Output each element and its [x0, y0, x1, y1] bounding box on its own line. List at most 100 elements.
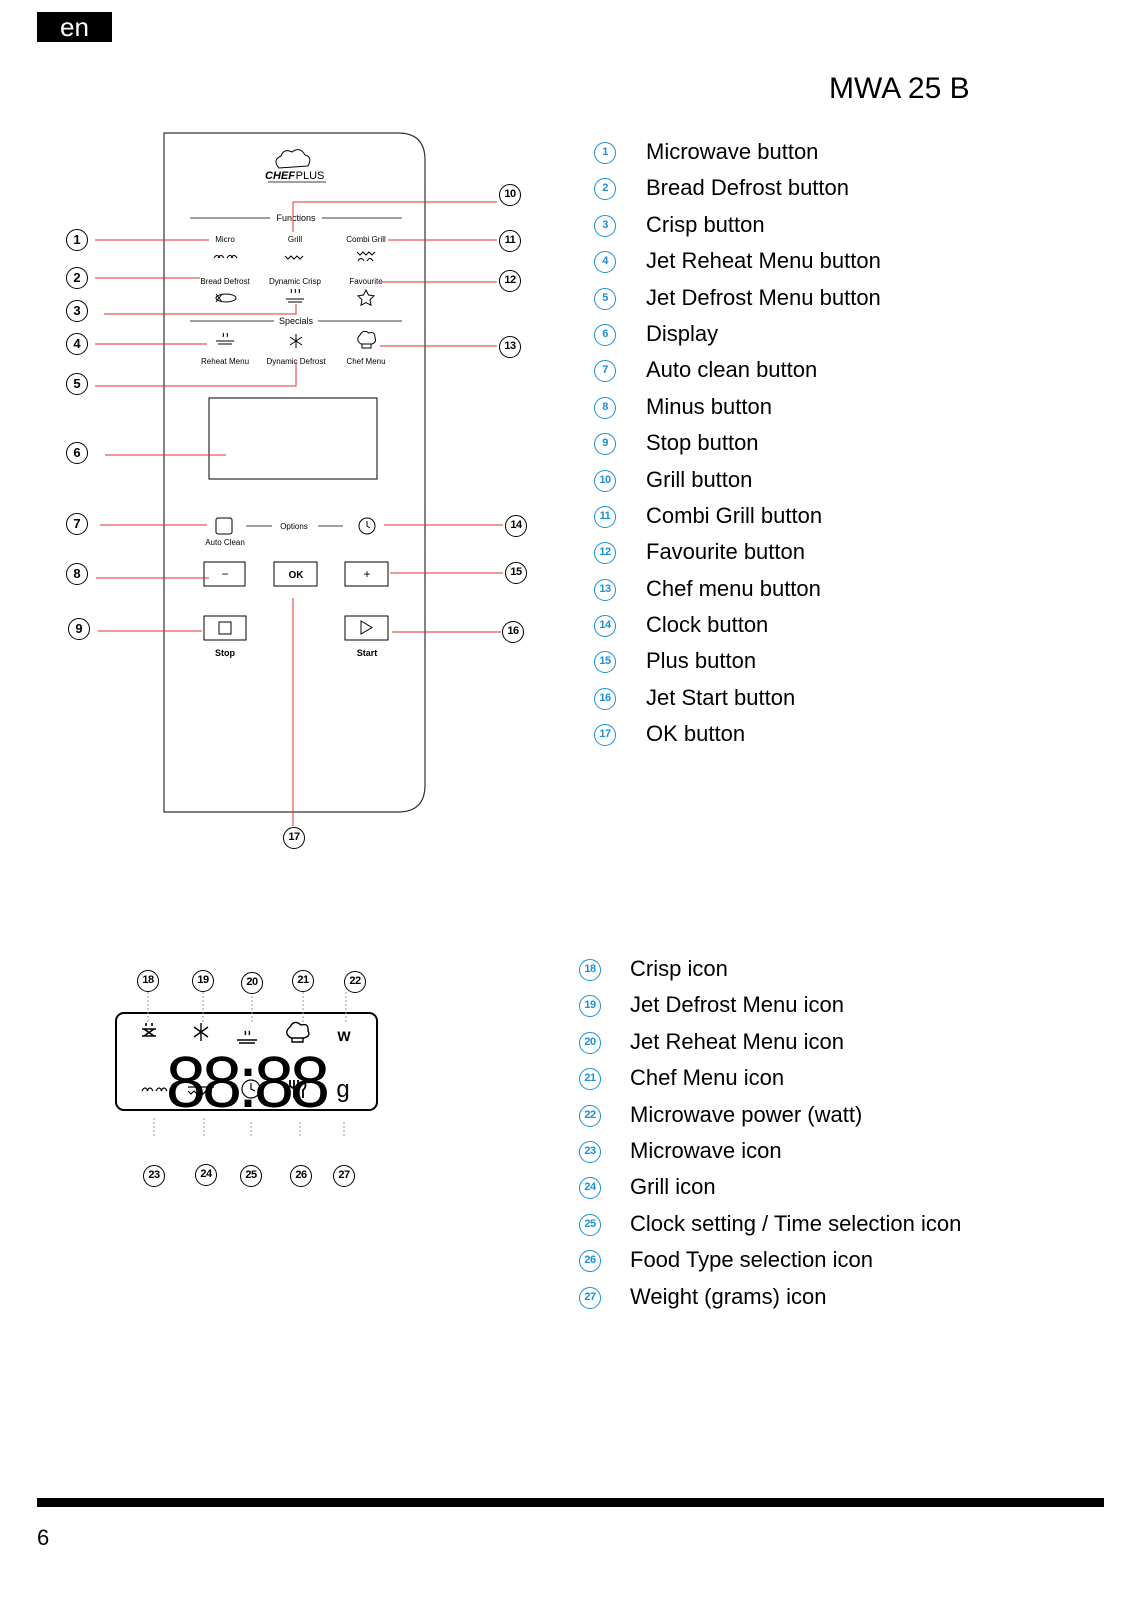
- stop-label: Stop: [215, 648, 235, 658]
- reheat-menu-icon: [216, 332, 234, 345]
- callout-2: 2: [66, 267, 88, 289]
- callout-8: 8: [66, 563, 88, 585]
- callout-26: 26: [290, 1165, 312, 1187]
- chef-lcd-icon: [286, 1021, 310, 1043]
- jet-reheat-lcd-icon: [237, 1030, 257, 1044]
- clock-button-icon: [358, 517, 376, 535]
- food-type-lcd-icon: [289, 1079, 307, 1098]
- micro-label: Micro: [215, 235, 235, 244]
- dynamic-crisp-icon: [286, 288, 304, 303]
- callout-6: 6: [66, 442, 88, 464]
- favourite-star-icon: [356, 288, 376, 307]
- bread-defrost-icon: [215, 293, 237, 303]
- clock-lcd-icon: [241, 1079, 261, 1099]
- callout-14: 14: [505, 515, 527, 537]
- jet-defrost-lcd-icon: [193, 1023, 209, 1041]
- callout-1: 1: [66, 229, 88, 251]
- microwave-lcd-icon: [141, 1087, 168, 1092]
- chef-plus-logo-icon: [268, 149, 326, 183]
- options-heading: Options: [280, 522, 308, 531]
- lcd-digits: 88:88: [166, 1043, 327, 1123]
- auto-clean-label: Auto Clean: [205, 538, 245, 547]
- language-tab: en: [37, 12, 112, 42]
- dynamic-crisp-label: Dynamic Crisp: [269, 277, 322, 286]
- microwave-waves-icon: [213, 255, 238, 259]
- minus-label: −: [221, 567, 228, 581]
- start-button[interactable]: [344, 615, 389, 641]
- dynamic-defrost-label: Dynamic Defrost: [266, 357, 326, 366]
- callout-3: 3: [66, 300, 88, 322]
- callout-23: 23: [143, 1165, 165, 1187]
- page-number: 6: [37, 1525, 50, 1550]
- callout-20: 20: [241, 972, 263, 994]
- plus-label: +: [363, 567, 370, 581]
- grill-wave-icon: [284, 255, 304, 260]
- control-panel-diagram: CHEF PLUS Functions Specials Micro Grill…: [95, 132, 503, 826]
- grill-label: Grill: [288, 235, 302, 244]
- specials-heading: Specials: [279, 316, 314, 326]
- start-play-icon: [360, 620, 373, 635]
- auto-clean-icon: [215, 517, 233, 535]
- combi-grill-label: Combi Grill: [346, 235, 386, 244]
- reheat-menu-label: Reheat Menu: [201, 357, 249, 366]
- leader-lines: [95, 201, 503, 826]
- model-title: MWA 25 B: [829, 72, 970, 105]
- functions-heading: Functions: [276, 213, 316, 223]
- chef-hat-icon: [357, 330, 377, 349]
- callout-7: 7: [66, 513, 88, 535]
- callout-27: 27: [333, 1165, 355, 1187]
- dynamic-defrost-icon: [289, 334, 303, 348]
- lcd-display-diagram: W 88:88 g: [115, 992, 378, 1136]
- favourite-label: Favourite: [349, 277, 383, 286]
- callout-16: 16: [502, 621, 524, 643]
- stop-square-icon: [218, 621, 232, 635]
- panel-outline: [163, 132, 426, 813]
- minus-button[interactable]: [203, 561, 246, 587]
- crisp-lcd-icon: [142, 1023, 156, 1037]
- stop-button[interactable]: [203, 615, 247, 641]
- callout-12: 12: [499, 270, 521, 292]
- callout-4: 4: [66, 333, 88, 355]
- panel-display: [208, 397, 378, 480]
- callout-25: 25: [240, 1165, 262, 1187]
- callout-5: 5: [66, 373, 88, 395]
- brand-plus: PLUS: [296, 170, 325, 182]
- callout-13: 13: [499, 336, 521, 358]
- callout-9: 9: [68, 618, 90, 640]
- start-label: Start: [357, 648, 378, 658]
- watt-indicator: W: [337, 1028, 351, 1044]
- callout-17: 17: [283, 827, 305, 849]
- callout-10: 10: [499, 184, 521, 206]
- bread-defrost-label: Bread Defrost: [200, 277, 250, 286]
- callout-21: 21: [292, 970, 314, 992]
- plus-button[interactable]: [344, 561, 389, 587]
- ok-button[interactable]: [273, 561, 318, 587]
- chef-menu-label: Chef Menu: [346, 357, 385, 366]
- callout-24: 24: [195, 1164, 217, 1186]
